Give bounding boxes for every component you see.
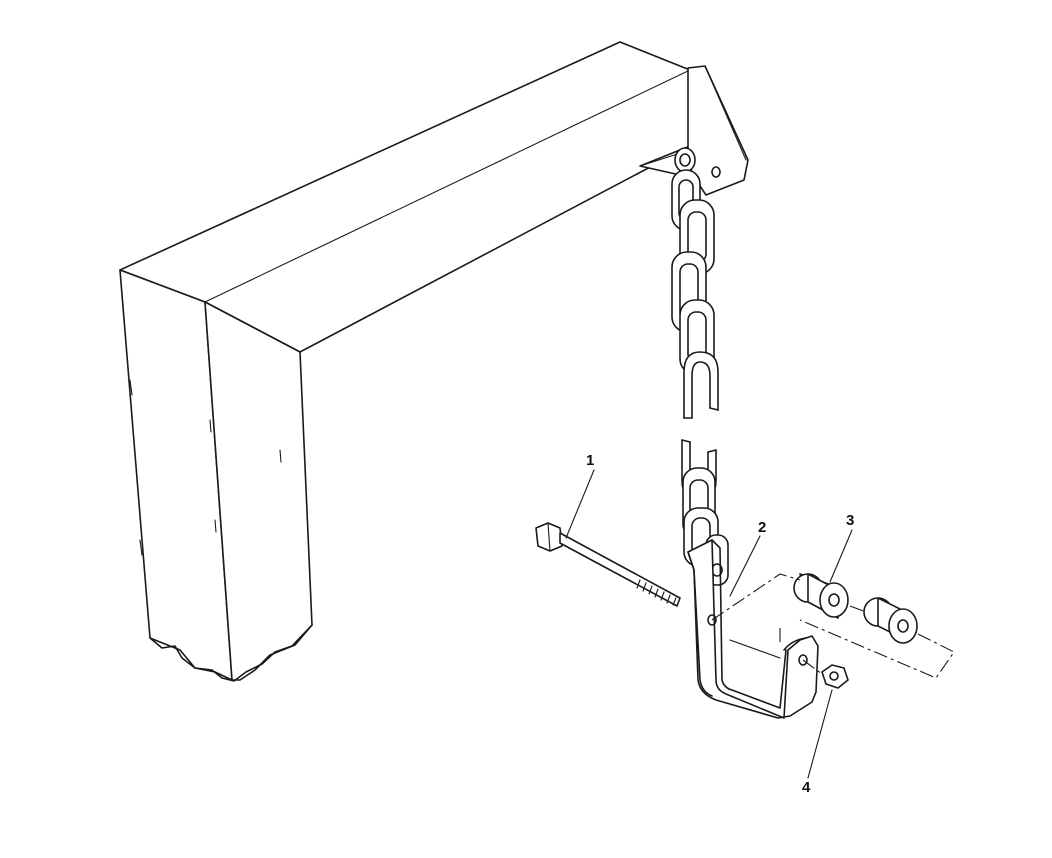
alignment-lines <box>711 573 955 679</box>
callout-3: 3 <box>846 512 854 529</box>
callout-4: 4 <box>802 779 811 796</box>
long-bolt <box>535 522 681 607</box>
upper-chain <box>671 147 719 419</box>
frame-beam <box>119 41 691 682</box>
spacer-1 <box>793 573 849 619</box>
leader-lines <box>565 469 853 779</box>
hex-nut <box>821 664 849 689</box>
callout-1: 1 <box>586 452 594 469</box>
spacer-2 <box>863 597 918 644</box>
callout-2: 2 <box>758 519 766 536</box>
j-bracket <box>687 539 819 719</box>
